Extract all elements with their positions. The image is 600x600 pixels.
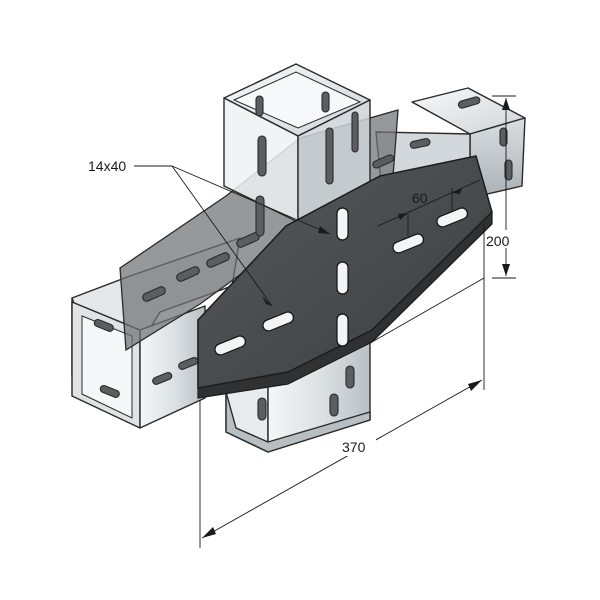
post-top-opening: [232, 71, 362, 129]
arrowhead-icon: [262, 296, 272, 306]
dimension-slot-callout: 14x40: [88, 158, 331, 307]
beam-slot: [93, 318, 114, 332]
horizontal-beam: [71, 87, 526, 429]
beam-slot: [409, 138, 431, 149]
post-slot: [329, 393, 339, 417]
arrowhead-icon: [452, 188, 462, 194]
arrowhead-icon: [202, 527, 216, 538]
back-plate-slot: [372, 154, 395, 169]
beam-slot: [499, 127, 508, 147]
callout-arrow-line: [171, 165, 331, 235]
post-slot: [321, 91, 330, 113]
plate-slot-14x40: [336, 313, 349, 347]
post-slot: [255, 195, 265, 237]
dimension-line: [201, 379, 483, 539]
plate-slot-14x40: [214, 335, 247, 356]
dimension-line: [377, 179, 481, 227]
beam-slot: [152, 371, 173, 385]
plate-length-label: 370: [342, 439, 366, 455]
arrowhead-icon: [468, 380, 482, 391]
post-slot: [345, 365, 355, 389]
post-slot: [325, 127, 334, 185]
post-lower-base: [225, 391, 371, 453]
beam-slot: [99, 384, 120, 398]
plate-slot-14x40: [262, 311, 295, 332]
back-plate-slot: [206, 252, 230, 268]
post-slot: [351, 111, 359, 153]
slot-size-label: 14x40: [88, 158, 126, 174]
post-slot: [257, 135, 267, 177]
beam-slot: [457, 96, 481, 109]
arrowhead-icon: [398, 213, 408, 220]
dimension-plate-height: 200: [486, 95, 522, 279]
slot-spacing-label: 60: [412, 190, 428, 206]
beam-slot: [504, 159, 513, 181]
dimension-plate-length: 370: [199, 224, 485, 548]
arrowhead-icon: [502, 264, 510, 276]
plate-slot-14x40: [436, 207, 469, 228]
arrowhead-icon: [318, 226, 330, 234]
dimension-slot-spacing: 60: [377, 179, 481, 236]
back-plate-slot: [176, 266, 200, 282]
arrowhead-icon: [502, 98, 510, 110]
label-bg: [488, 230, 522, 248]
plate-slot-14x40: [336, 207, 349, 241]
post-slot: [257, 397, 267, 421]
plate-slot-14x40: [336, 261, 349, 295]
label-bg: [336, 436, 376, 456]
plate-slot-14x40: [392, 233, 425, 254]
callout-arrow-line: [171, 165, 273, 307]
plate-height-label: 200: [486, 233, 510, 249]
back-plate-slot: [142, 286, 166, 302]
extension-line: [371, 277, 485, 343]
front-plate: [197, 155, 493, 399]
post-slot: [255, 95, 264, 117]
